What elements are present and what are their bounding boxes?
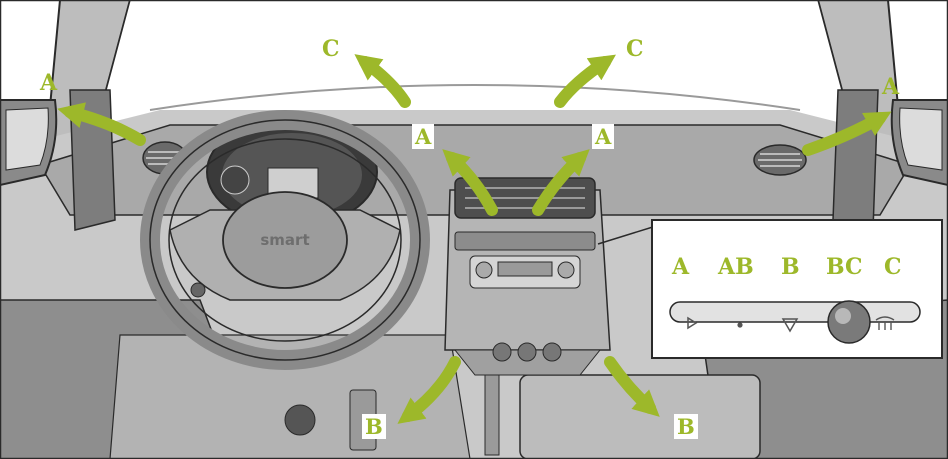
inset-label-bc: BC [826, 256, 863, 278]
label-right-mirror-a: A [882, 76, 899, 98]
label-center-right-a: A [592, 124, 614, 149]
inset-label-b: B [781, 256, 800, 278]
dot-icon [737, 322, 742, 327]
inset-panel [652, 220, 942, 358]
inset-label-a: A [672, 256, 689, 278]
inset-label-ab: AB [718, 256, 754, 278]
right-side-vent [754, 145, 806, 175]
label-top-left-c: C [322, 38, 340, 60]
label-center-left-a: A [412, 124, 434, 149]
label-left-mirror-a: A [40, 72, 57, 94]
brand-logo-text: smart [260, 231, 309, 249]
label-top-right-c: C [626, 38, 644, 60]
label-bottom-left-b: B [362, 414, 386, 439]
selector-knob [828, 301, 870, 343]
label-bottom-right-b: B [674, 414, 698, 439]
inset-label-c: C [884, 256, 902, 278]
